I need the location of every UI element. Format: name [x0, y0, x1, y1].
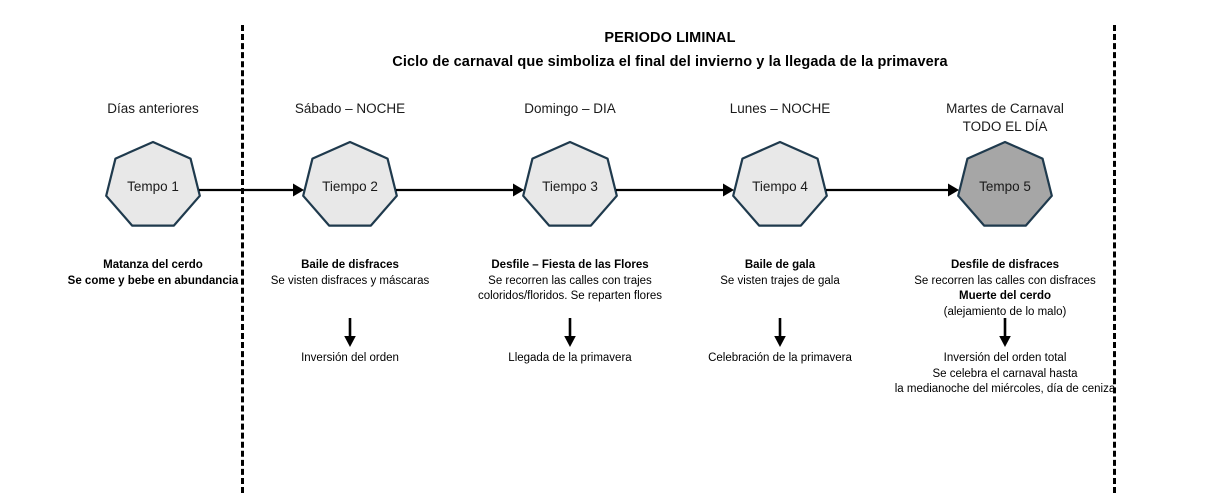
outcome-text: Celebración de la primavera — [665, 351, 895, 367]
connector-arrow-2 — [396, 178, 524, 202]
phase-label-line-1: Sábado – NOCHE — [294, 101, 406, 116]
heptagon-node[interactable]: Tempo 1 — [103, 140, 203, 232]
phase-label-line-2: TODO EL DÍA — [962, 119, 1048, 134]
arrow-right-icon — [616, 183, 734, 197]
stage-description: Desfile de disfraces Se recorren las call… — [890, 258, 1120, 320]
heptagon-icon — [105, 140, 201, 227]
description-line-1: Matanza del cerdo — [103, 259, 203, 271]
diagram-title: PERIODO LIMINAL — [604, 30, 736, 46]
outcome-line-3: la medianoche del miércoles, día de ceni… — [894, 383, 1116, 395]
stage-column-2: Sábado – NOCHE Tiempo 2 Baile de disfraces… — [235, 100, 465, 289]
description-line-1: Desfile – Fiesta de las Flores — [491, 259, 649, 271]
stage-outcome-2: Inversión del orden — [235, 318, 465, 367]
stage-column-3: Domingo – DIA Tiempo 3 Desfile – Fiesta de… — [455, 100, 685, 305]
stage-phase-label: Lunes – NOCHE — [665, 100, 895, 140]
stage-description: Baile de disfraces Se visten disfraces y … — [235, 258, 465, 289]
description-line-1: Baile de gala — [744, 259, 816, 271]
down-arrow-icon — [774, 318, 786, 347]
outcome-text: Llegada de la primavera — [455, 351, 685, 367]
heptagon-icon — [302, 140, 398, 227]
description-line-3: coloridos/floridos. Se reparten flores — [477, 290, 663, 302]
phase-label-line-1: Días anteriores — [107, 101, 199, 116]
stage-outcome-5: Inversión del orden total Se celebra el c… — [890, 318, 1120, 398]
diagram-header: PERIODO LIMINAL Ciclo de carnaval que si… — [300, 28, 1040, 72]
heptagon-node[interactable]: Tiempo 4 — [730, 140, 830, 232]
description-line-1: Baile de disfraces — [301, 259, 399, 271]
stage-description: Baile de gala Se visten trajes de gala — [665, 258, 895, 289]
heptagon-icon — [732, 140, 828, 227]
outcome-line-1: Inversión del orden total — [943, 352, 1067, 364]
phase-label-line-1: Martes de Carnaval — [946, 101, 1064, 116]
connector-arrow-1 — [199, 178, 304, 202]
description-line-2: Se recorren las calles con disfraces — [914, 274, 1096, 287]
stage-column-4: Lunes – NOCHE Tiempo 4 Baile de gala Se vis… — [665, 100, 895, 289]
stage-outcome-3: Llegada de la primavera — [455, 318, 685, 367]
liminal-boundary-right — [1113, 25, 1116, 493]
description-line-2: Se recorren las calles con trajes — [488, 274, 652, 287]
connector-arrow-3 — [616, 178, 734, 202]
stage-phase-label: Sábado – NOCHE — [235, 100, 465, 140]
outcome-text: Inversión del orden — [235, 351, 465, 367]
description-line-1: Desfile de disfraces — [950, 259, 1060, 271]
down-arrow-icon — [999, 318, 1011, 347]
stage-description: Desfile – Fiesta de las Flores Se recorre… — [455, 258, 685, 305]
liminal-boundary-left — [241, 25, 244, 493]
description-line-3: Muerte del cerdo — [958, 290, 1052, 302]
heptagon-icon — [522, 140, 618, 227]
connector-arrow-4 — [826, 178, 959, 202]
outcome-line-2: Se celebra el carnaval hasta — [932, 367, 1078, 380]
stage-phase-label: Domingo – DIA — [455, 100, 685, 140]
heptagon-node[interactable]: Tempo 5 — [955, 140, 1055, 232]
heptagon-node[interactable]: Tiempo 2 — [300, 140, 400, 232]
stage-description: Matanza del cerdo Se come y bebe en abund… — [38, 258, 268, 289]
outcome-line-1: Celebración de la primavera — [708, 352, 852, 364]
description-line-2: Se visten trajes de gala — [720, 274, 840, 287]
heptagon-node[interactable]: Tiempo 3 — [520, 140, 620, 232]
description-line-2: Se come y bebe en abundancia — [67, 274, 239, 287]
heptagon-icon — [957, 140, 1053, 227]
arrow-right-icon — [396, 183, 524, 197]
description-line-4: (alejamiento de lo malo) — [943, 305, 1067, 318]
down-arrow-icon — [344, 318, 356, 347]
stage-phase-label: Días anteriores — [38, 100, 268, 140]
stage-outcome-4: Celebración de la primavera — [665, 318, 895, 367]
arrow-right-icon — [199, 183, 304, 197]
down-arrow-icon — [564, 318, 576, 347]
diagram-subtitle: Ciclo de carnaval que simboliza el final… — [392, 54, 948, 70]
outcome-text: Inversión del orden total Se celebra el c… — [890, 351, 1120, 398]
arrow-right-icon — [826, 183, 959, 197]
outcome-line-1: Inversión del orden — [301, 352, 399, 364]
phase-label-line-1: Domingo – DIA — [524, 101, 616, 116]
description-line-2: Se visten disfraces y máscaras — [270, 274, 430, 287]
outcome-line-1: Llegada de la primavera — [508, 352, 632, 364]
phase-label-line-1: Lunes – NOCHE — [729, 101, 831, 116]
